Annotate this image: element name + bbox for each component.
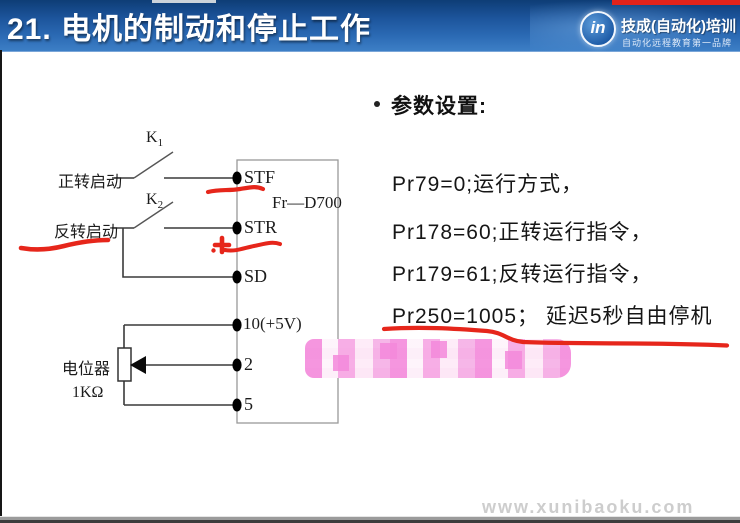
left-frame-border [0,50,2,523]
label-reverse-start: 反转启动 [54,224,119,241]
switch-k1-blade [133,151,174,179]
red-dot [211,248,216,253]
terminal-dots [232,171,242,412]
terminal-dot-5 [232,398,242,412]
inverter-box [236,159,339,424]
terminal-dot-2 [232,358,242,372]
red-underline-pr250 [381,325,730,348]
note-line-pr179: Pr179=61;反转运行指令， [392,263,653,286]
terminal-dot-str [232,221,242,235]
censor-block [431,341,447,358]
switch-blades [133,151,174,229]
brand-name: 技成(自动化)培训 [621,18,736,35]
censor-block [505,351,522,369]
label-switch-k1: K1 [146,129,163,149]
terminal-label-5: 5 [244,394,253,414]
titlebar-glow [530,0,740,51]
k2-sub: 2 [157,199,164,212]
terminal-label-stf: STF [244,167,276,187]
k2-base: K [146,191,158,208]
label-potentiometer: 电位器 [62,361,111,378]
top-red-stripe [612,0,740,5]
note-line-pr178: Pr178=60;正转运行指令， [392,221,653,244]
jicheng-logo-icon: in [580,11,616,47]
terminal-dot-10 [232,318,242,332]
brand-logo: in 技成(自动化)培训 自动化远程教育第一品牌 [580,9,740,49]
label-switch-k2: K2 [146,191,163,211]
wiper-arrow-icon [130,356,146,374]
terminal-label-sd: SD [244,266,268,286]
terminal-dot-stf [232,171,242,185]
k1-base: K [146,129,158,146]
label-resistance: 1KΩ [72,384,104,401]
red-underline-stf [205,185,266,195]
terminal-label-10: 10(+5V) [243,314,302,333]
terminal-label-2: 2 [244,354,253,374]
censor-block [380,343,397,359]
terminal-label-str: STR [244,217,278,237]
terminal-dot-sd [232,270,242,284]
wire-sd-bus [122,228,237,278]
brand-tagline: 自动化远程教育第一品牌 [622,38,733,48]
page-title: 21. 电机的制动和停止工作 [7,13,372,46]
bullet-icon [374,101,380,107]
bottom-frame-border [0,516,740,523]
video-artifact-strip [152,0,216,3]
note-line-pr250: Pr250=1005； 延迟5秒自由停机 [392,305,713,328]
label-forward-start: 正转启动 [58,174,123,191]
k1-sub: 1 [157,137,164,150]
censor-mosaic [305,339,571,378]
switch-k2-blade [133,201,174,229]
red-underline-reverse-start [18,237,111,252]
title-bar: 21. 电机的制动和停止工作 in 技成(自动化)培训 自动化远程教育第一品牌 [0,0,740,52]
censor-block [333,355,349,371]
label-inverter-model: Fr—D700 [272,193,342,212]
note-line-pr79: Pr79=0;运行方式， [392,173,584,196]
notes-heading: 参数设置: [391,95,487,118]
red-underline-str [223,240,282,253]
watermark: www.xunibaoku.com [482,497,695,517]
